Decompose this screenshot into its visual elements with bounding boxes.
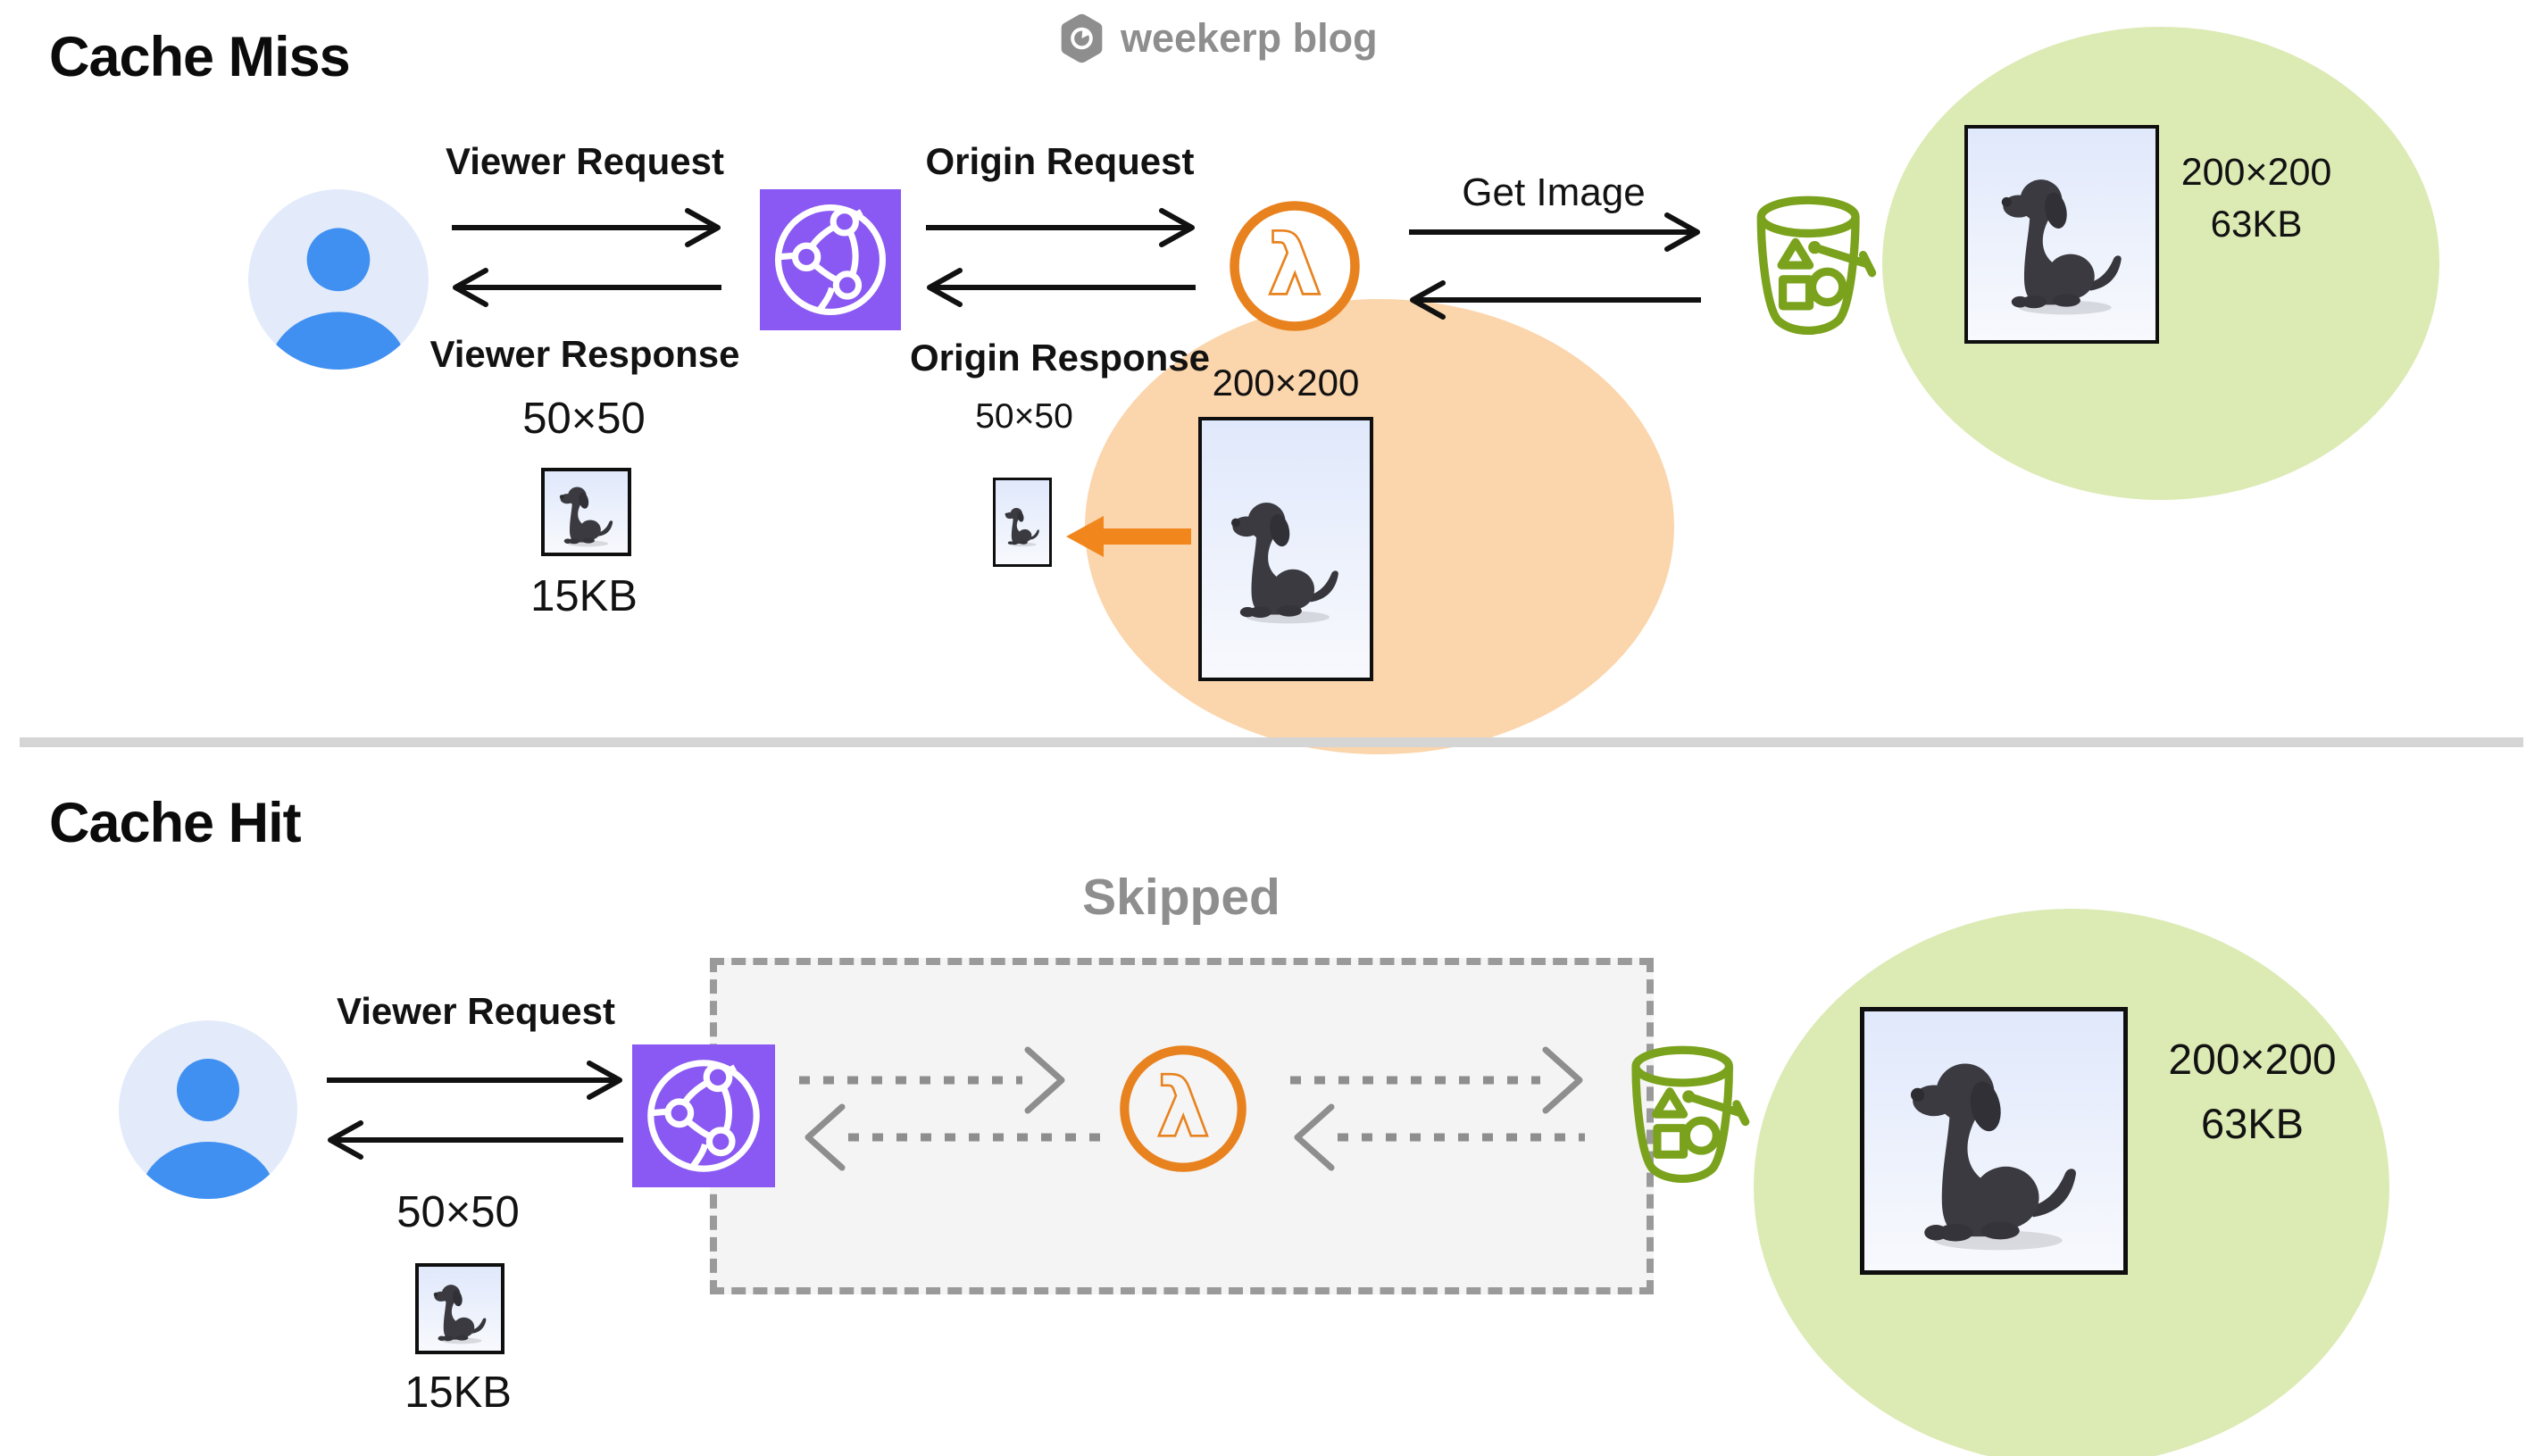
dog-photo bbox=[549, 478, 624, 553]
delivered-size-label: 50×50 bbox=[522, 395, 646, 443]
logo-wordmark: weekerp blog bbox=[1121, 15, 1378, 61]
delivered-filesize-label: 15KB bbox=[530, 572, 638, 620]
cloudfront-icon bbox=[760, 189, 901, 330]
stored-size-label: 200×200 bbox=[2180, 151, 2332, 194]
hexagon-logo-icon bbox=[1058, 12, 1105, 64]
section-divider bbox=[20, 737, 2523, 747]
cache-miss-title: Cache Miss bbox=[49, 26, 351, 88]
user-avatar-icon bbox=[248, 189, 429, 370]
delivered-size-label: 50×50 bbox=[396, 1188, 520, 1236]
viewer-response-arrow bbox=[453, 268, 721, 307]
skipped-image-return-arrow bbox=[1294, 1103, 1585, 1171]
viewer-request-arrow bbox=[452, 208, 721, 247]
cloudfront-globe-icon bbox=[632, 1044, 775, 1187]
origin-request-arrow bbox=[926, 208, 1195, 247]
stored-size-label: 200×200 bbox=[2168, 1036, 2337, 1084]
resize-target-size-label: 50×50 bbox=[975, 397, 1073, 436]
resized-image-frame bbox=[993, 478, 1052, 567]
skipped-get-image-arrow bbox=[1290, 1046, 1583, 1114]
resize-source-size-label: 200×200 bbox=[1212, 362, 1360, 404]
delivered-image-frame bbox=[415, 1263, 504, 1354]
delivered-filesize-label: 15KB bbox=[404, 1369, 512, 1417]
skipped-origin-request-arrow bbox=[799, 1046, 1065, 1114]
get-image-label: Get Image bbox=[1462, 171, 1646, 214]
dog-photo bbox=[1978, 146, 2147, 340]
get-image-arrow bbox=[1409, 212, 1700, 252]
viewer-response-label: Viewer Response bbox=[429, 333, 740, 375]
dog-photo bbox=[1878, 1032, 2111, 1270]
dog-photo bbox=[998, 487, 1046, 564]
viewer-request-label: Viewer Request bbox=[336, 990, 616, 1032]
origin-response-arrow bbox=[927, 268, 1196, 307]
resize-arrow bbox=[1066, 516, 1191, 557]
svg-text:λ: λ bbox=[1158, 1062, 1207, 1153]
delivered-image-frame bbox=[541, 468, 631, 556]
svg-text:λ: λ bbox=[1270, 219, 1321, 312]
resize-source-image-frame bbox=[1198, 417, 1373, 681]
user-avatar-icon bbox=[119, 1020, 297, 1199]
lambda-icon: λ bbox=[1120, 1045, 1246, 1172]
skipped-label: Skipped bbox=[1082, 869, 1280, 926]
site-logo: weekerp blog bbox=[1058, 12, 1378, 64]
resize-highlight-blob bbox=[1085, 299, 1674, 754]
skipped-origin-response-arrow bbox=[805, 1103, 1107, 1171]
cloudfront-globe-icon bbox=[760, 189, 901, 330]
cloudfront-icon bbox=[632, 1044, 775, 1187]
s3-bucket-icon bbox=[1614, 1041, 1755, 1193]
cache-hit-title: Cache Hit bbox=[49, 792, 302, 854]
origin-response-label: Origin Response bbox=[909, 337, 1211, 379]
stored-image-frame bbox=[1860, 1007, 2128, 1275]
viewer-request-arrow bbox=[327, 1061, 622, 1100]
stored-filesize-label: 63KB bbox=[2210, 203, 2303, 245]
origin-request-label: Origin Request bbox=[925, 140, 1195, 182]
dog-photo bbox=[423, 1274, 497, 1351]
lambda-icon: λ bbox=[1230, 201, 1360, 331]
stored-filesize-label: 63KB bbox=[2201, 1100, 2304, 1147]
viewer-response-arrow bbox=[328, 1120, 623, 1160]
viewer-request-label: Viewer Request bbox=[445, 140, 725, 182]
image-return-arrow bbox=[1410, 280, 1701, 320]
stored-image-frame bbox=[1964, 125, 2159, 344]
dog-photo bbox=[1210, 441, 1361, 678]
s3-bucket-icon bbox=[1739, 191, 1882, 345]
